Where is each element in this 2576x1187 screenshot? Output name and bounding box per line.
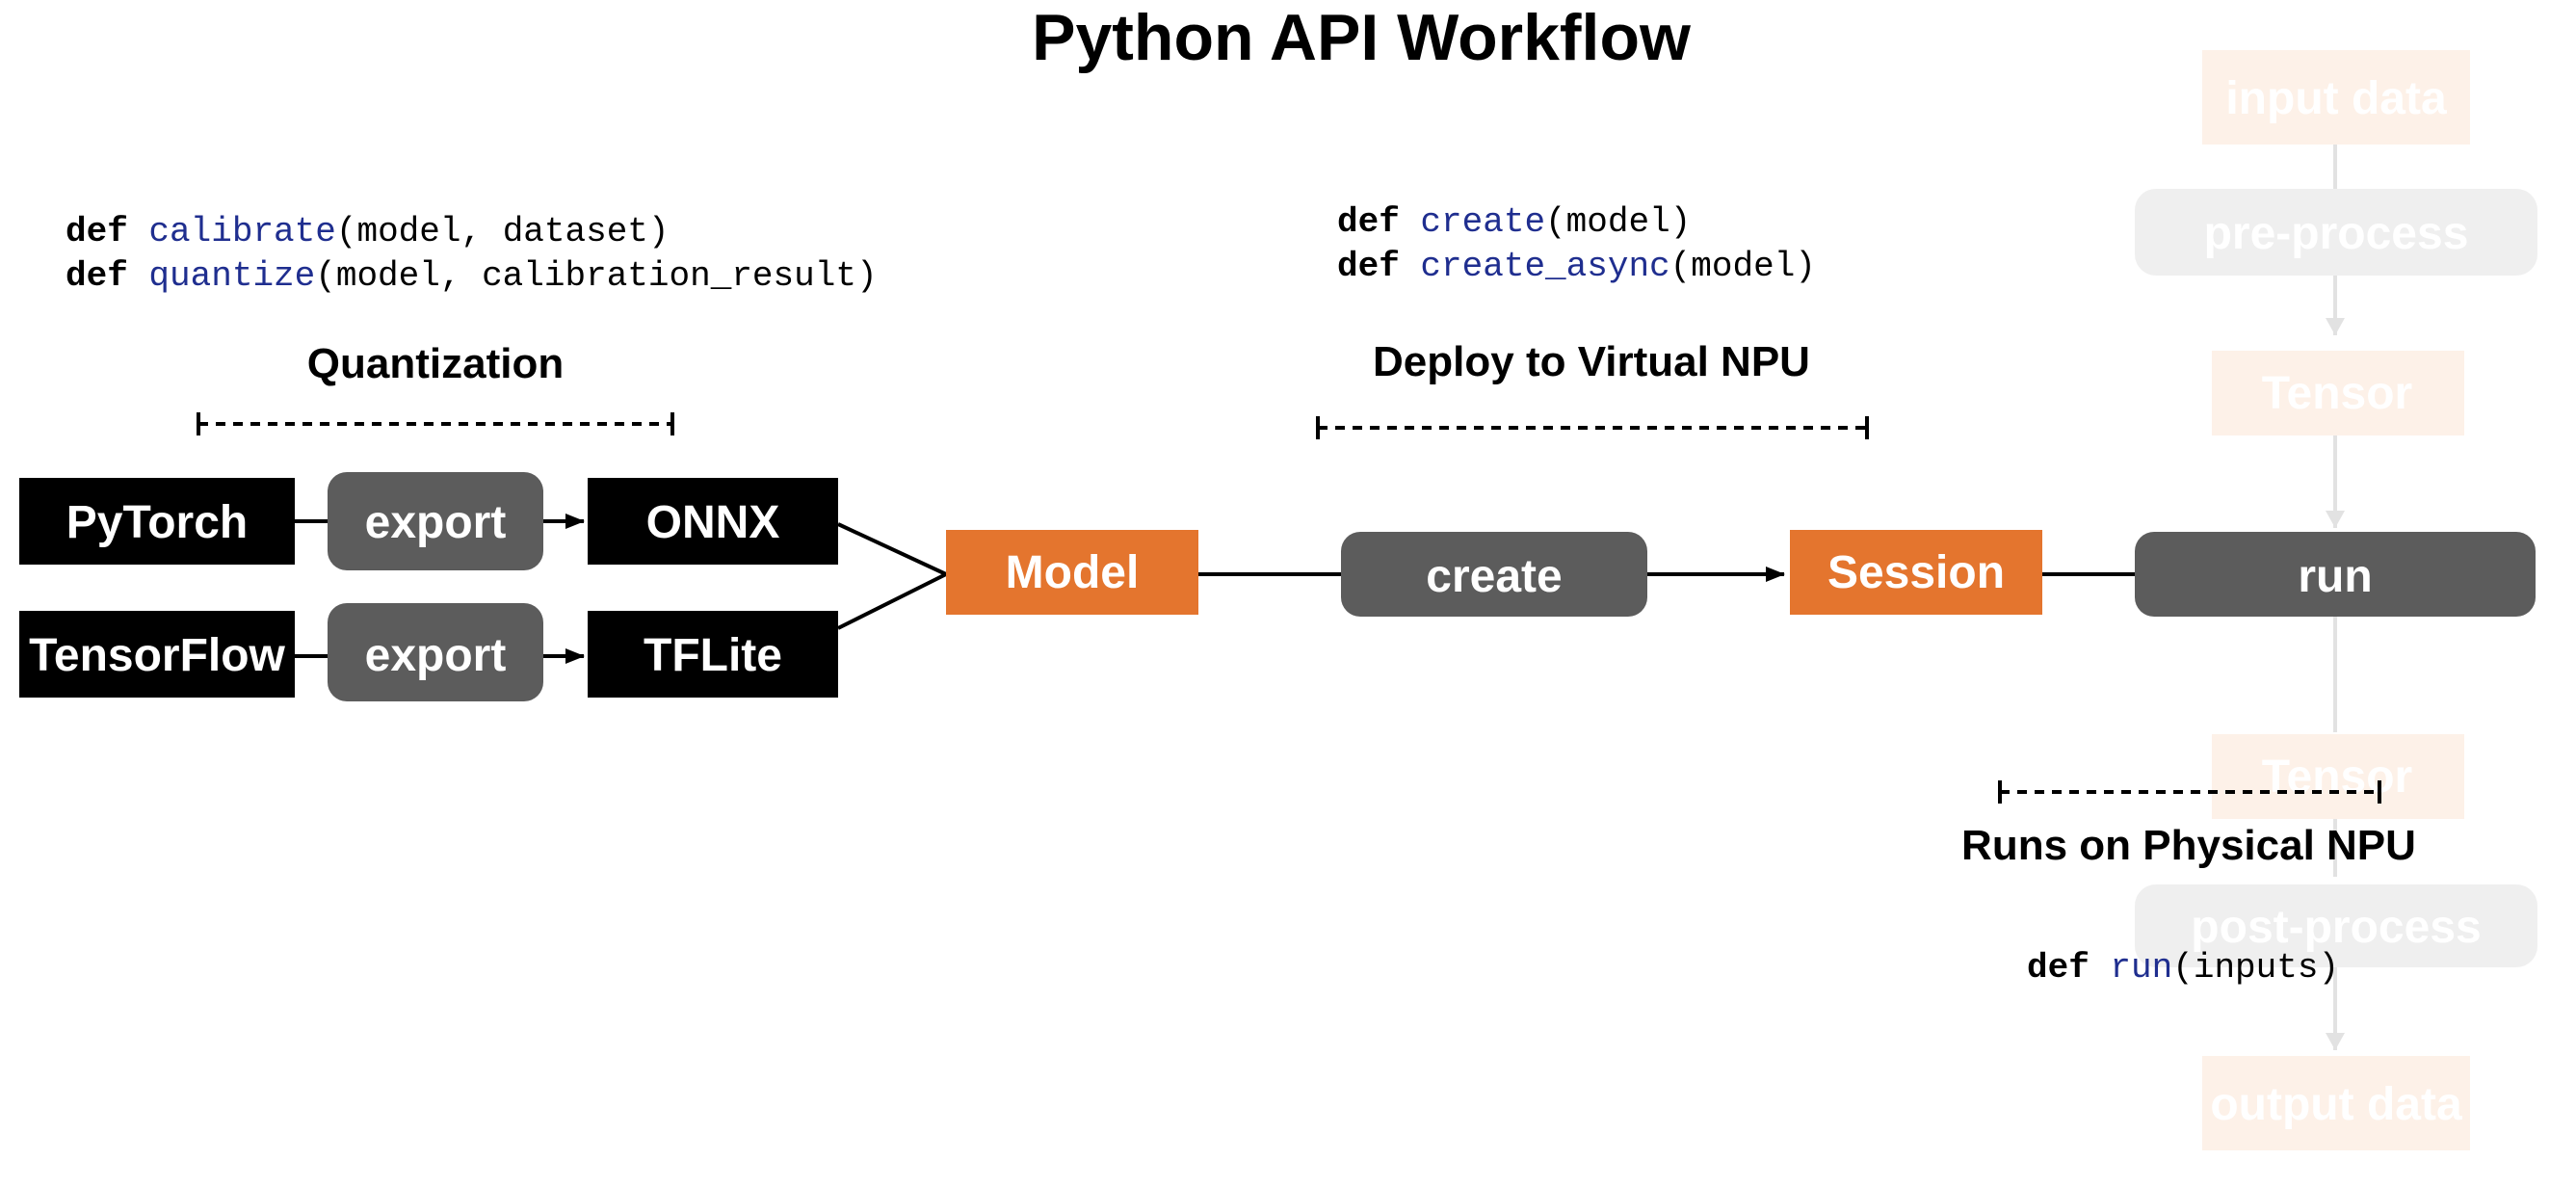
faded-input-label: input data: [2225, 73, 2447, 124]
faded-preprocess-label: pre-process: [2204, 208, 2469, 259]
code-line-create-async: def create_async(model): [1337, 247, 1816, 286]
code-args: (model, dataset): [336, 212, 670, 251]
connectors: [295, 514, 2135, 664]
run-label: run: [2298, 551, 2372, 602]
page-title: Python API Workflow: [1032, 1, 1692, 74]
run-box: [2135, 532, 2536, 617]
faded-tensor-box: [2212, 734, 2464, 819]
code-line-create: def create(model): [1337, 202, 1691, 242]
code-line-calibrate: def calibrate(model, dataset): [66, 212, 670, 251]
faded-postprocess-box: [2135, 884, 2537, 967]
code-function-name: create: [1420, 202, 1545, 242]
create-label: create: [1426, 551, 1562, 602]
export-top-label: export: [365, 497, 507, 548]
code-keyword: def: [1337, 202, 1400, 242]
code-args: (inputs): [2172, 948, 2339, 988]
code-line-quantize: def quantize(model, calibration_result): [66, 256, 878, 296]
faded-arrow-icon: [2326, 511, 2345, 528]
tflite-box: [588, 611, 838, 698]
tflite-label: TFLite: [644, 630, 782, 681]
faded-tensor-label: Tensor: [2262, 752, 2412, 803]
model-box: [946, 530, 1198, 615]
bracket-quantization: [197, 412, 674, 435]
code-args: (model, calibration_result): [315, 256, 877, 296]
section-label-physical: Runs on Physical NPU: [1961, 822, 2416, 869]
code-line-run: def run(inputs): [2027, 948, 2339, 988]
bracket-physical: [1998, 780, 2381, 804]
code-args: (model): [1670, 247, 1816, 286]
tensorflow-box: [19, 611, 295, 698]
faded-output-box: [2202, 1056, 2470, 1150]
faded-tensor-label: Tensor: [2262, 368, 2412, 419]
code-function-name: create_async: [1420, 247, 1669, 286]
section-label-quantization: Quantization: [307, 340, 564, 387]
bracket-deploy: [1316, 416, 1869, 439]
tensorflow-label: TensorFlow: [29, 630, 285, 681]
pytorch-label: PyTorch: [66, 497, 248, 548]
code-function-name: run: [2110, 948, 2172, 988]
export-bottom-label: export: [365, 630, 507, 681]
code-function-name: quantize: [148, 256, 315, 296]
section-label-deploy: Deploy to Virtual NPU: [1373, 338, 1810, 385]
onnx-label: ONNX: [646, 497, 780, 548]
code-keyword: def: [66, 212, 128, 251]
code-args: (model): [1545, 202, 1691, 242]
session-label: Session: [1827, 547, 2005, 598]
faded-arrow-icon: [2326, 1033, 2345, 1050]
faded-output-label: output data: [2210, 1079, 2462, 1130]
model-label: Model: [1006, 547, 1140, 598]
export-bottom-box: [328, 603, 543, 701]
faded-tensor-box: [2212, 351, 2464, 435]
create-box: [1341, 532, 1647, 617]
pytorch-box: [19, 478, 295, 565]
code-keyword: def: [66, 256, 128, 296]
export-top-box: [328, 472, 543, 570]
onnx-box: [588, 478, 838, 565]
faded-input-box: [2202, 50, 2470, 145]
code-function-name: calibrate: [148, 212, 335, 251]
faded-preprocess-box: [2135, 189, 2537, 276]
faded-postprocess-label: post-process: [2191, 902, 2481, 953]
faded-pipeline: input data pre-process Tensor Tensor pos…: [2135, 50, 2537, 1150]
faded-arrow-icon: [2326, 318, 2345, 335]
code-keyword: def: [2027, 948, 2090, 988]
session-box: [1790, 530, 2042, 615]
code-keyword: def: [1337, 247, 1400, 286]
